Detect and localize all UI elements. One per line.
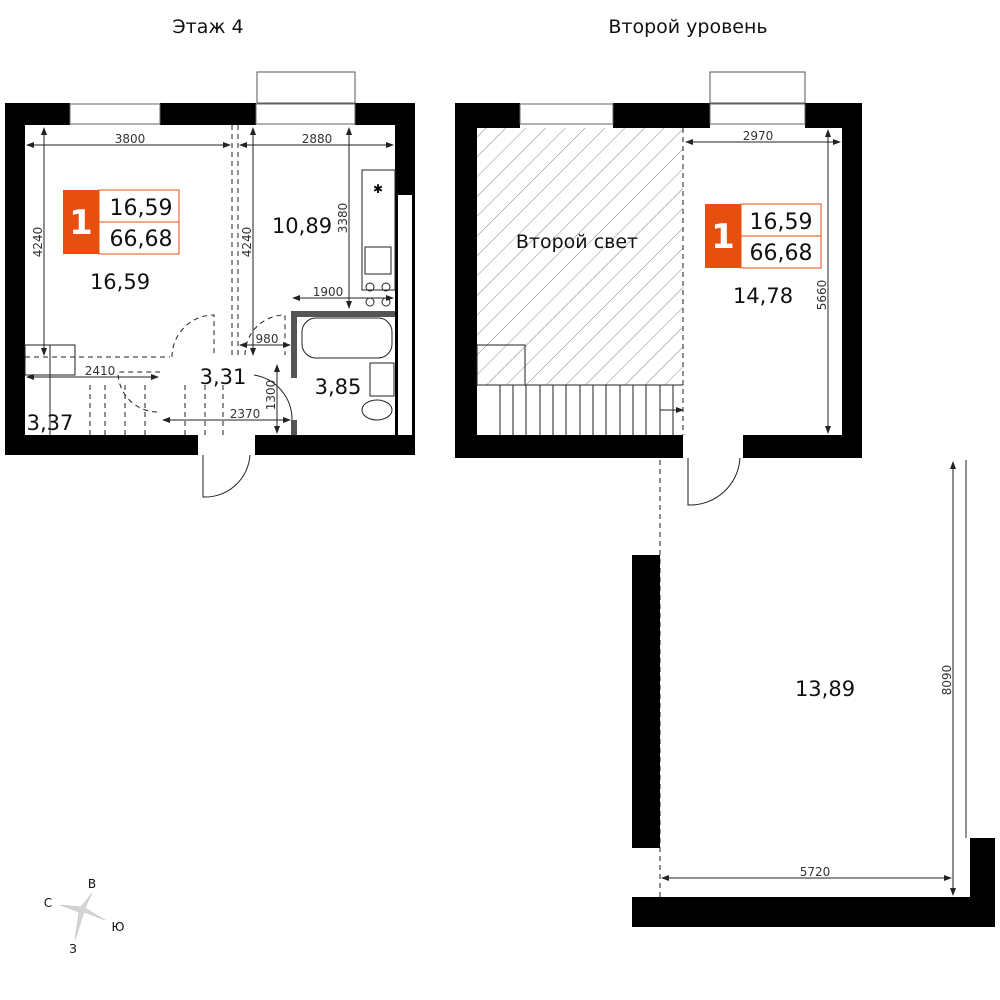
dim-4240-left: 4240 <box>31 227 45 258</box>
void-label: Второй свет <box>516 231 638 253</box>
second-light-void <box>477 128 683 385</box>
wall <box>255 435 415 455</box>
floor-title-left: Этаж 4 <box>172 16 243 38</box>
fridge-icon: ✱ <box>373 182 383 196</box>
window-strip <box>398 195 412 435</box>
compass-east: В <box>88 877 96 891</box>
dim-5660: 5660 <box>815 280 829 311</box>
kitchen-counter <box>361 169 396 291</box>
apartment-badge-right: 1 16,59 66,68 <box>705 203 822 269</box>
compass-north: С <box>44 896 52 910</box>
room-area-bathroom: 3,85 <box>315 375 362 399</box>
total-area: 66,68 <box>110 227 173 252</box>
room-area-hall: 3,31 <box>200 365 247 389</box>
dim-3800: 3800 <box>115 132 146 146</box>
right-plan: Второй свет 2970 5660 1 16,59 66,68 14,7… <box>455 71 995 927</box>
dim-8090: 8090 <box>940 665 954 696</box>
compass-west: З <box>69 942 77 956</box>
dim-1900: 1900 <box>313 285 344 299</box>
left-plan: ✱ <box>5 71 415 498</box>
living-area: 16,59 <box>750 210 813 235</box>
window <box>69 103 161 125</box>
window-box <box>709 71 806 104</box>
total-area: 66,68 <box>750 241 813 266</box>
dim-2970: 2970 <box>743 129 774 143</box>
wall <box>5 435 198 455</box>
dim-980: 980 <box>256 332 279 346</box>
dim-3380: 3380 <box>336 203 350 234</box>
dim-2410: 2410 <box>85 364 116 378</box>
toilet-icon <box>361 399 393 421</box>
compass-star-icon <box>59 892 106 941</box>
partition <box>291 311 395 317</box>
washbasin-icon <box>369 362 395 397</box>
wall <box>160 103 256 125</box>
staircase <box>476 344 684 435</box>
dim-5720: 5720 <box>800 865 831 879</box>
room-area-room: 14,78 <box>733 284 793 308</box>
room-area-storage: 3,37 <box>27 411 74 435</box>
floor-title-right: Второй уровень <box>608 16 767 38</box>
dim-1300: 1300 <box>264 380 278 411</box>
dim-4240-right: 4240 <box>240 227 254 258</box>
room-area-living: 16,59 <box>90 270 150 294</box>
rooms-count: 1 <box>69 203 93 243</box>
room-area-kitchen: 10,89 <box>272 214 332 238</box>
compass-south: Ю <box>112 920 125 934</box>
sink-icon <box>364 246 392 275</box>
room-area-terrace: 13,89 <box>795 677 855 701</box>
rooms-count: 1 <box>711 217 735 257</box>
wall <box>5 103 25 455</box>
compass: С В Ю З <box>44 877 125 956</box>
apartment-badge-left: 1 16,59 66,68 <box>63 189 180 255</box>
window <box>255 103 356 125</box>
living-area: 16,59 <box>110 196 173 221</box>
balcony-window-box <box>256 71 356 104</box>
bathtub-icon <box>301 317 393 359</box>
dim-2370: 2370 <box>230 407 261 421</box>
dim-2880: 2880 <box>302 132 333 146</box>
stove-icon <box>365 282 375 292</box>
